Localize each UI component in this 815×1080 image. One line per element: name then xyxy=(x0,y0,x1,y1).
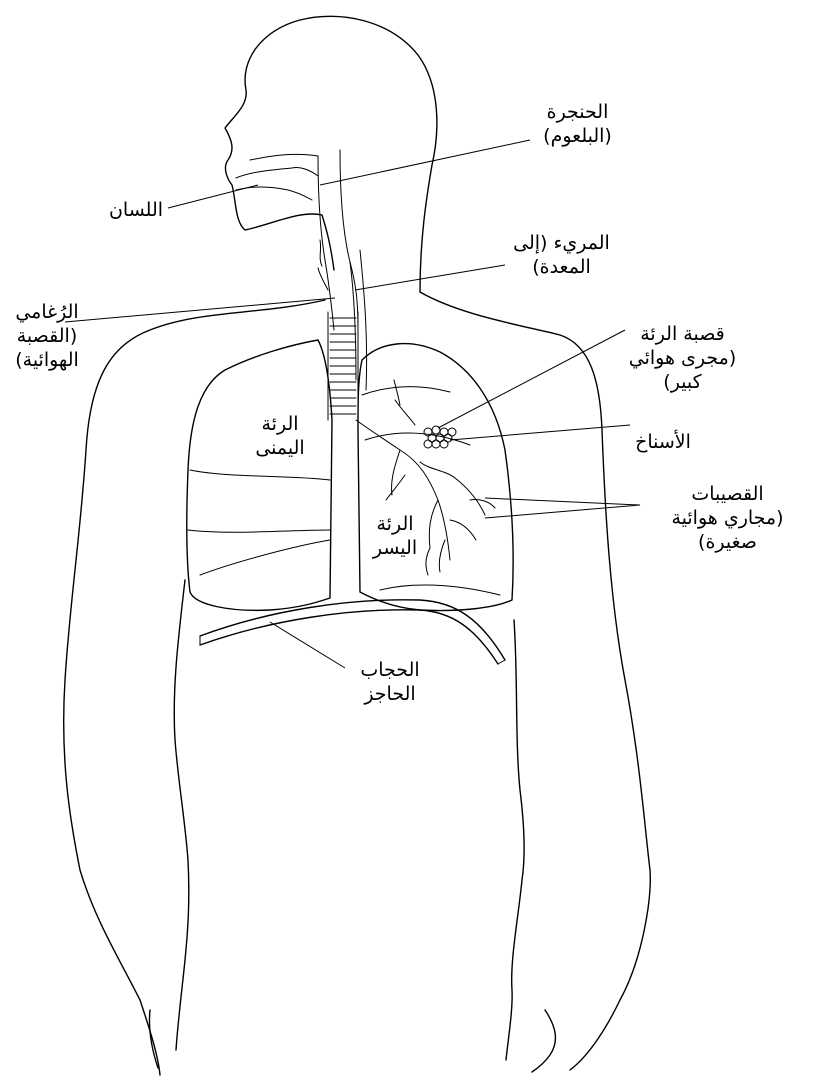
right-arm-inner xyxy=(174,580,189,1050)
pharynx xyxy=(318,150,358,330)
label-larynx: الحنجرة(البلعوم) xyxy=(530,100,625,148)
label-alveoli: الأسناخ xyxy=(618,430,708,454)
left-arm-inner xyxy=(506,620,524,1060)
body-outline xyxy=(225,16,650,1070)
left-lung-lobes xyxy=(362,387,500,595)
right-lung-lobes xyxy=(188,470,330,575)
alveoli-cluster xyxy=(424,426,456,448)
label-tongue: اللسان xyxy=(104,198,168,222)
hand-left xyxy=(532,1010,555,1072)
left-lung-outline xyxy=(358,344,513,611)
trachea-rings xyxy=(328,312,358,420)
right-lung-outline xyxy=(187,340,332,610)
mouth-cavity xyxy=(236,154,318,200)
hand-right xyxy=(149,1010,158,1068)
